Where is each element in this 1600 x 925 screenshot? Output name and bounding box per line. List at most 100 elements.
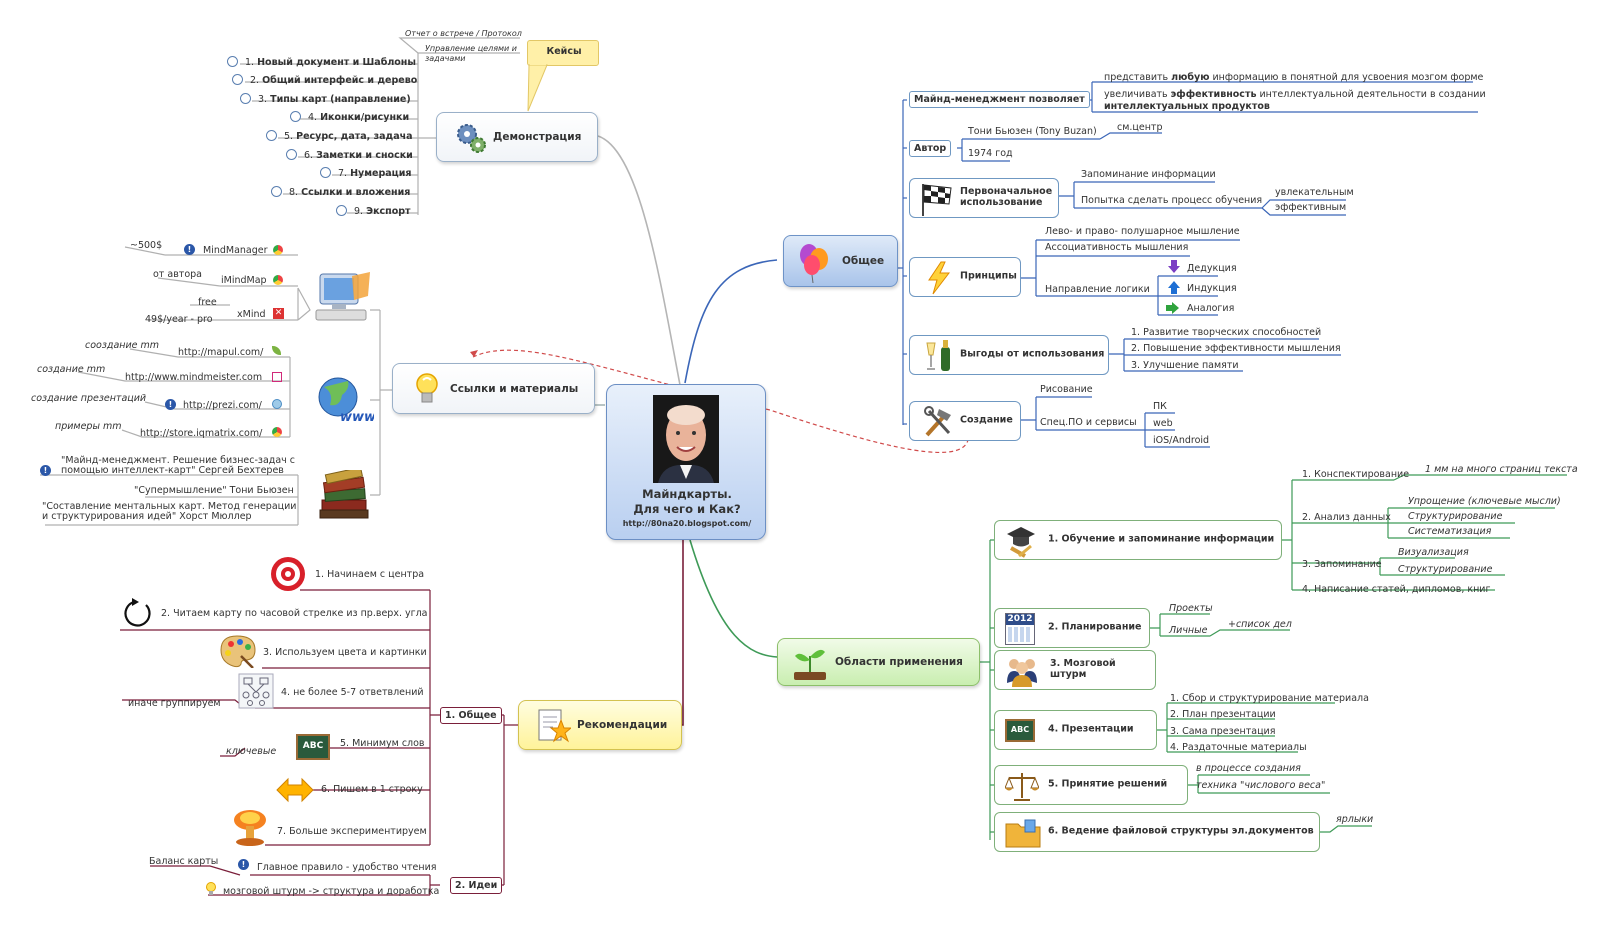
info-icon: !: [165, 399, 176, 410]
demo-item-2[interactable]: 2. Общий интерфейс и дерево: [250, 75, 418, 87]
link-mindmeister[interactable]: http://www.mindmeister.com: [125, 372, 263, 383]
progress-circle-icon: [320, 167, 331, 178]
idea-balance: Баланс карты: [149, 856, 219, 867]
learning-visualize: Визуализация: [1398, 547, 1469, 558]
xmind-label[interactable]: xMind: [237, 309, 266, 320]
author-node[interactable]: Автор: [909, 140, 952, 157]
demo-label: Демонстрация: [493, 131, 582, 143]
scales-icon: [1005, 773, 1039, 801]
creation-web: web: [1153, 418, 1173, 429]
imindmap-label[interactable]: iMindMap: [221, 275, 267, 286]
computer-icon: [315, 272, 370, 321]
globe-www-icon: www: [318, 377, 374, 425]
link-iqmatrix[interactable]: http://store.iqmatrix.com/: [140, 428, 263, 439]
progress-circle-icon: [336, 205, 347, 216]
mm-allows-node[interactable]: Майнд-менеджмент позволяет: [909, 91, 1090, 108]
calendar-icon: 2012: [1005, 613, 1035, 645]
info-icon: !: [40, 465, 51, 476]
progress-circle-icon: [232, 74, 243, 85]
learning-node[interactable]: 1. Обучение и запоминание информации: [994, 520, 1282, 560]
progress-circle-icon: [286, 149, 297, 160]
rec-5: 5. Минимум слов: [340, 738, 425, 749]
creation-node[interactable]: Создание: [909, 401, 1021, 441]
learning-structure: Структурирование: [1408, 511, 1503, 522]
author-note: см.центр: [1117, 122, 1163, 133]
palette-icon: [220, 635, 256, 668]
callout-label: Кейсы: [546, 46, 582, 57]
demo-item-3[interactable]: 3. Типы карт (направление): [258, 94, 411, 106]
arrow-up-icon: [1168, 281, 1180, 294]
presentation-step-2: 2. План презентации: [1170, 709, 1276, 720]
files-node[interactable]: 6. Ведение файловой структуры эл.докумен…: [994, 812, 1320, 852]
demo-item-7[interactable]: 7. Нумерация: [338, 168, 411, 180]
tools-icon: [924, 406, 951, 437]
learning-notes-sub: 1 мм на много страниц текста: [1425, 464, 1578, 475]
link-prezi[interactable]: http://prezi.com/: [183, 400, 262, 411]
benefits-node[interactable]: Выгоды от использования: [909, 335, 1109, 375]
decisions-weight: техника "числового веса": [1196, 780, 1326, 791]
areas-node[interactable]: Области применения: [777, 638, 980, 686]
decisions-node[interactable]: 5. Принятие решений: [994, 765, 1188, 805]
recs-ideas-label: 2. Идеи: [455, 880, 498, 891]
planning-node[interactable]: 2012 2. Планирование: [994, 608, 1150, 648]
brainstorm-node[interactable]: 3. Мозговой штурм: [994, 650, 1156, 690]
initial-memorize: Запоминание информации: [1081, 169, 1216, 180]
rec-keywords: ключевые: [226, 746, 277, 757]
presentations-node[interactable]: ABC 4. Презентации: [994, 710, 1157, 750]
rec-4: 4. не более 5-7 ответвлений: [281, 687, 424, 698]
demo-item-text: Ресурс, дата, задача: [296, 131, 413, 142]
demo-item-text: Общий интерфейс и дерево: [262, 75, 418, 86]
benefits-label: Выгоды от использования: [960, 348, 1105, 360]
mindmanager-label[interactable]: MindManager: [203, 245, 268, 256]
document-star-icon: [538, 709, 571, 743]
demo-item-6[interactable]: 6. Заметки и сноски: [304, 150, 413, 162]
demo-item-9[interactable]: 9. Экспорт: [354, 206, 411, 218]
idea-2: мозговой штурм -> структура и доработка: [223, 886, 440, 897]
general-node[interactable]: Общее: [783, 235, 898, 287]
browser-icon: [273, 275, 283, 285]
presentations-label: 4. Презентации: [1048, 723, 1134, 735]
balloons-icon: [800, 244, 828, 283]
note-mapul: сооздание mm: [85, 340, 160, 351]
rec-grouping: иначе группируем: [128, 698, 221, 709]
principle-hemispheres: Лево- и право- полушарное мышление: [1045, 226, 1240, 237]
demo-item-1[interactable]: 1. Новый документ и Шаблоны: [245, 57, 416, 69]
demo-item-5[interactable]: 5. Ресурс, дата, задача: [284, 131, 413, 143]
central-topic[interactable]: Майндкарты. Для чего и Как? http://80na2…: [606, 384, 766, 540]
author-portrait: [653, 395, 719, 483]
allows-text-1a: представить: [1104, 72, 1172, 83]
browser-icon: [273, 245, 283, 255]
central-url[interactable]: http://80na20.blogspot.com/: [622, 519, 752, 528]
progress-circle-icon: [240, 93, 251, 104]
initial-use-label-1: Первоначальное: [960, 186, 1053, 198]
recs-general-node[interactable]: 1. Общее: [440, 707, 502, 724]
lightbulb-icon: [206, 882, 216, 895]
files-label: 6. Ведение файловой структуры эл.докумен…: [1048, 825, 1314, 837]
recs-ideas-node[interactable]: 2. Идеи: [450, 877, 503, 894]
planning-personal: Личные: [1169, 625, 1208, 636]
benefit-2: 2. Повышение эффективности мышления: [1131, 343, 1341, 354]
link-mapul[interactable]: http://mapul.com/: [178, 347, 264, 358]
book-3-line1: "Составление ментальных карт. Метод гене…: [42, 501, 297, 512]
principle-deduction: Дедукция: [1187, 263, 1237, 274]
progress-circle-icon: [227, 56, 238, 67]
principle-associative: Ассоциативность мышления: [1045, 242, 1189, 253]
callout-cases[interactable]: Кейсы: [527, 40, 599, 66]
gears-icon: [457, 124, 486, 153]
learning-structure-2: Структурирование: [1398, 564, 1493, 575]
idea-1: Главное правило - удобство чтения: [257, 862, 437, 873]
book-1-line1: "Майнд-менеджмент. Решение бизнес-задач …: [61, 455, 296, 466]
recommendations-node[interactable]: Рекомендации: [518, 700, 682, 750]
principles-node[interactable]: Принципы: [909, 257, 1021, 297]
demo-note-goals-1: Управление целями и: [425, 44, 517, 53]
demo-node[interactable]: Демонстрация: [436, 112, 598, 162]
rec-3: 3. Используем цвета и картинки: [263, 647, 427, 658]
demo-item-4[interactable]: 4. Иконки/рисунки: [308, 112, 409, 124]
demo-item-number: 6.: [304, 150, 314, 161]
mindmanager-price: ~500$: [130, 240, 163, 251]
initial-use-node[interactable]: Первоначальное использование: [909, 178, 1059, 218]
browser-icon: [272, 427, 282, 437]
demo-item-8[interactable]: 8. Ссылки и вложения: [289, 187, 410, 199]
links-node[interactable]: Ссылки и материалы: [392, 363, 595, 414]
mm-allows-label: Майнд-менеджмент позволяет: [914, 94, 1085, 105]
